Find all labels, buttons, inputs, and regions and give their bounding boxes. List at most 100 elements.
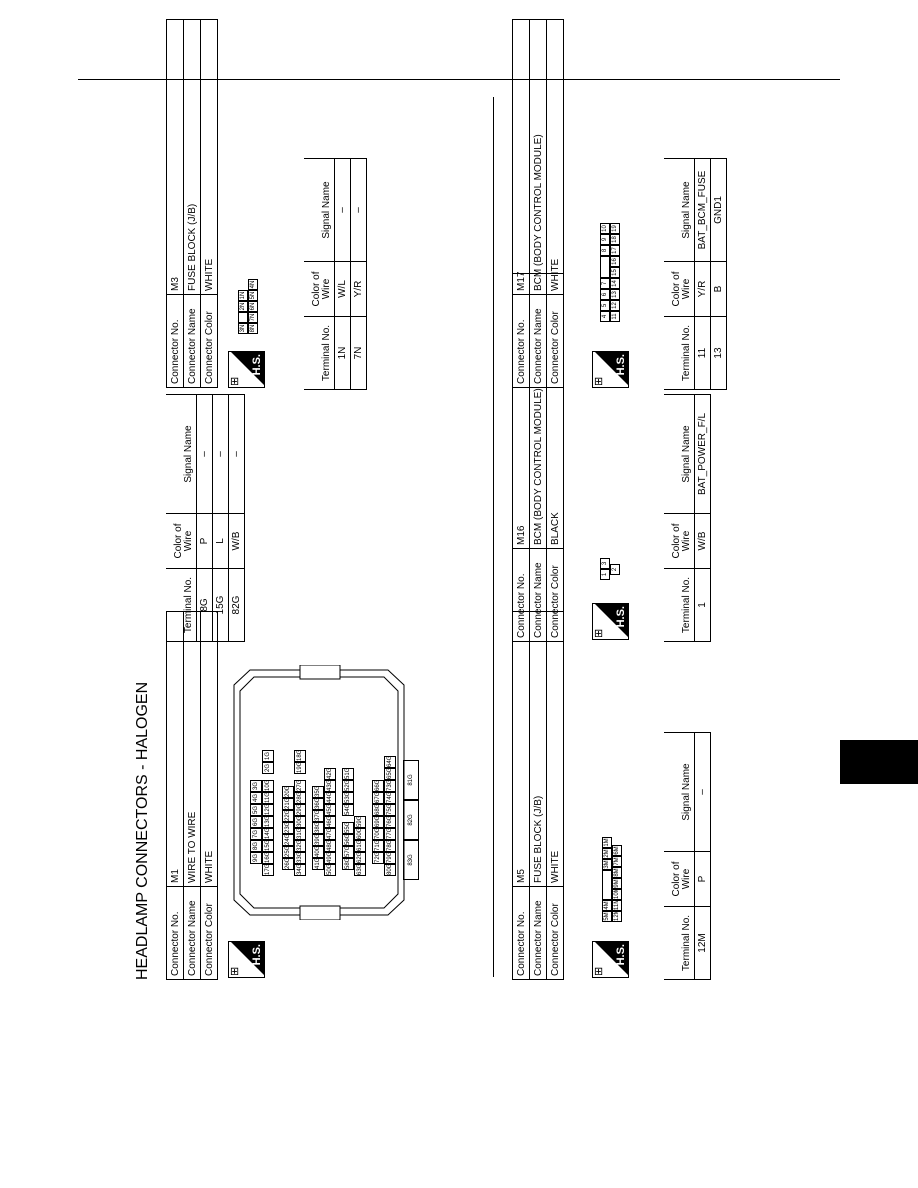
pin-cell: 7N xyxy=(248,312,258,323)
pin-cell: 10M xyxy=(612,887,622,900)
pin-cell: 32G xyxy=(294,840,306,852)
pin-cell: 37G xyxy=(312,810,324,822)
pin-cell: 24G xyxy=(282,834,294,846)
page-title: HEADLAMP CONNECTORS - HALOGEN xyxy=(134,681,151,980)
pin-cell: 39G xyxy=(312,834,324,846)
pin-cell: 42G xyxy=(324,768,336,780)
pin-cell: 16G xyxy=(262,852,274,864)
pin-cell: 79G xyxy=(384,852,396,864)
pin-cell: 8M xyxy=(612,867,622,878)
pin-cell: 80G xyxy=(384,864,396,876)
pin-cell: 4G xyxy=(250,792,262,804)
pin-cell: 22G xyxy=(282,810,294,822)
pin-cell: 5M xyxy=(602,911,612,922)
pin-cell: 33G xyxy=(294,852,306,864)
pin-cell: 13G xyxy=(262,816,274,828)
pin-cell: 53G xyxy=(342,792,354,804)
connector-color: WHITE xyxy=(200,19,218,295)
pin-cell: 55G xyxy=(342,822,354,834)
pin-cell: 1N xyxy=(238,290,248,301)
pin-cell: 8 xyxy=(600,245,610,256)
pin-cell: 6G xyxy=(250,816,262,828)
header-rule xyxy=(78,79,840,80)
key-slot xyxy=(600,256,610,278)
pin-cell: 41G xyxy=(312,858,324,870)
pin-cell: 82G xyxy=(403,800,419,840)
pin-cell: 15G xyxy=(262,840,274,852)
connector-no: M17 xyxy=(512,19,530,295)
rotated-page-content: HEADLAMP CONNECTORS - HALOGEN Connector … xyxy=(134,0,896,1120)
pin-cell: 10G xyxy=(262,780,274,792)
pin-cell: 3 xyxy=(600,558,610,569)
pin-cell: 2M xyxy=(602,848,612,859)
pin-cell: 56G xyxy=(342,834,354,846)
pin-cell: 38G xyxy=(312,822,324,834)
pin-cell: 14G xyxy=(262,828,274,840)
pin-cell: 21G xyxy=(282,798,294,810)
pin-cell: 2N xyxy=(238,301,248,312)
pin-cell: 71G xyxy=(372,840,384,852)
connector-no: M3 xyxy=(166,19,184,295)
connector-name: FUSE BLOCK (J/B) xyxy=(183,19,201,295)
pin-cell: 10 xyxy=(600,223,610,234)
connector-color: WHITE xyxy=(546,611,564,887)
pin-cell: 7G xyxy=(250,828,262,840)
pin-cell: 27G xyxy=(294,780,306,792)
pin-cell: 49G xyxy=(324,852,336,864)
pin-cell: 19G xyxy=(294,762,306,774)
pin-cell: 11G xyxy=(262,792,274,804)
pin-cell: 11M xyxy=(612,898,622,911)
pin-cell: 48G xyxy=(324,840,336,852)
pin-cell: 54G xyxy=(342,804,354,816)
pin-cell: 74G xyxy=(384,792,396,804)
pin-cell: 3G xyxy=(250,780,262,792)
pin-cell: 52G xyxy=(342,780,354,792)
pin-cell: 72G xyxy=(372,852,384,864)
pin-cell: 45G xyxy=(324,804,336,816)
pin-cell: 2G xyxy=(262,762,274,774)
pin-cell: 23G xyxy=(282,822,294,834)
terminal-table-m17: Terminal No. Color of Wire Signal Name 1… xyxy=(664,158,727,390)
pin-cell: 18G xyxy=(294,750,306,762)
pin-cell: 12M xyxy=(612,909,622,922)
pin-cell: 18 xyxy=(610,234,620,245)
pin-cell: 58G xyxy=(342,858,354,870)
pin-cell: 65G xyxy=(384,768,396,780)
pin-cell: 9M xyxy=(612,878,622,889)
pin-cell: 44G xyxy=(324,792,336,804)
pin-cell: 3M xyxy=(602,859,612,870)
pin-cell: 13 xyxy=(610,289,620,300)
terminal-table-m1: Terminal No. Color of Wire Signal Name 8… xyxy=(166,394,245,642)
pin-cell: 5N xyxy=(248,290,258,301)
pin-cell: 64G xyxy=(384,756,396,768)
connector-name: BCM (BODY CONTROL MODULE) xyxy=(529,19,547,295)
pin-cell: 3N xyxy=(238,323,248,334)
pin-cell: 4 xyxy=(600,311,610,322)
pin-cell: 29G xyxy=(294,804,306,816)
pin-cell: 61G xyxy=(354,840,366,852)
connector-color: WHITE xyxy=(200,611,218,887)
pin-cell: 5 xyxy=(600,300,610,311)
terminal-table-m5: Terminal No. Color of Wire Signal Name 1… xyxy=(664,732,711,980)
pin-cell: 51G xyxy=(342,768,354,780)
pin-cell: 35G xyxy=(312,786,324,798)
hs-icon: ⊞ H.S. xyxy=(592,603,629,640)
pin-cell: 59G xyxy=(354,816,366,828)
pin-cell: 12G xyxy=(262,804,274,816)
pin-cell: 47G xyxy=(324,828,336,840)
connector-name: WIRE TO WIRE xyxy=(183,611,201,887)
pin-cell: 17G xyxy=(262,864,274,876)
pin-cell: 6M xyxy=(612,845,622,856)
key-slot xyxy=(238,312,248,323)
pin-cell: 68G xyxy=(372,804,384,816)
pin-cell: 66G xyxy=(372,780,384,792)
pin-cell: 4N xyxy=(248,279,258,290)
